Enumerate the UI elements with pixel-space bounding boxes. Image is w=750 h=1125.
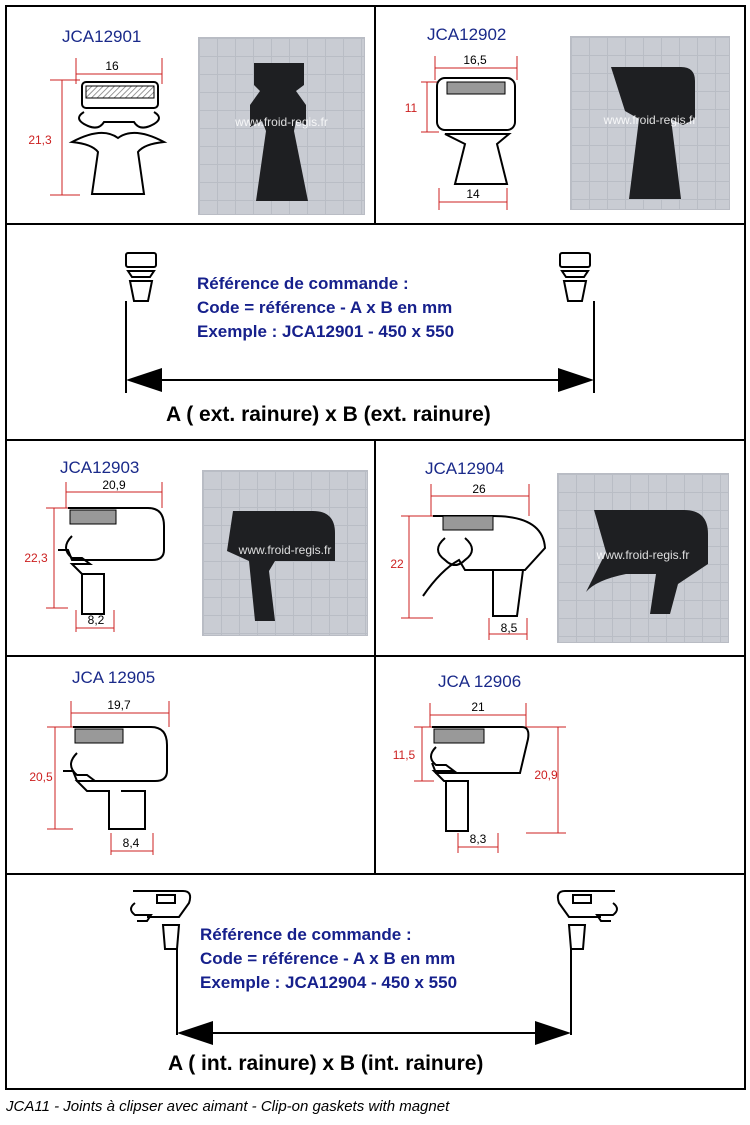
product-code: JCA 12905: [72, 668, 156, 687]
order-code-line: Code = référence - A x B en mm: [197, 298, 453, 317]
order-reference-ext: Référence de commande : Code = référence…: [197, 272, 454, 344]
order-diagram-ext: [125, 252, 595, 393]
svg-text:20,5: 20,5: [29, 770, 53, 784]
divider: [374, 5, 376, 225]
page-caption: JCA11 - Joints à clipser avec aimant - C…: [6, 1098, 450, 1115]
svg-text:14: 14: [466, 187, 480, 201]
product-code: JCA 12906: [438, 672, 522, 691]
order-example: Exemple : JCA12901 - 450 x 550: [197, 322, 455, 341]
product-code: JCA12901: [62, 27, 142, 46]
svg-text:8,4: 8,4: [123, 836, 140, 850]
product-photo: www.froid-regis.fr: [557, 473, 729, 643]
order-title: Référence de commande :: [200, 925, 412, 944]
svg-text:20,9: 20,9: [102, 478, 126, 492]
product-code: JCA12902: [427, 25, 507, 44]
product-code: JCA12904: [425, 459, 505, 478]
order-title: Référence de commande :: [197, 274, 409, 293]
svg-text:8,3: 8,3: [470, 832, 487, 846]
divider: [374, 439, 376, 875]
gasket-drawing-jca12905: 19,7 20,5 8,4: [29, 698, 170, 855]
order-diagram-int: [130, 890, 618, 1045]
svg-text:16: 16: [105, 59, 119, 73]
product-photo: www.froid-regis.fr: [570, 36, 730, 210]
order-dimension-ext: A ( ext. rainure) x B (ext. rainure): [166, 403, 491, 426]
svg-text:22,3: 22,3: [24, 551, 48, 565]
gasket-drawing-jca12904: 26 22 8,5: [390, 482, 547, 640]
order-code-line: Code = référence - A x B en mm: [200, 949, 456, 968]
svg-text:21,3: 21,3: [28, 133, 52, 147]
svg-text:16,5: 16,5: [463, 53, 487, 67]
gasket-drawing-jca12901: 16 21,3: [28, 58, 168, 196]
order-dimension-int: A ( int. rainure) x B (int. rainure): [168, 1052, 484, 1075]
svg-text:19,7: 19,7: [107, 698, 131, 712]
order-reference-int: Référence de commande : Code = référence…: [200, 923, 457, 995]
svg-text:26: 26: [472, 482, 486, 496]
svg-text:11,5: 11,5: [393, 748, 416, 762]
product-photo: www.froid-regis.fr: [202, 470, 368, 636]
order-example: Exemple : JCA12904 - 450 x 550: [200, 973, 458, 992]
svg-text:22: 22: [390, 557, 404, 571]
svg-text:20,9: 20,9: [534, 768, 558, 782]
svg-text:8,2: 8,2: [88, 613, 105, 627]
gasket-drawing-jca12903: 20,9 22,3 8,2: [24, 478, 165, 632]
gasket-drawing-jca12906: 21 11,5 20,9 8,3: [393, 700, 566, 853]
product-photo: www.froid-regis.fr: [198, 37, 365, 215]
svg-text:11: 11: [405, 101, 418, 115]
product-code: JCA12903: [60, 458, 140, 477]
gasket-drawing-jca12902: 16,5 11 14: [405, 53, 518, 210]
svg-text:21: 21: [471, 700, 485, 714]
panel-order-int: [5, 873, 746, 1090]
svg-text:8,5: 8,5: [501, 621, 518, 635]
